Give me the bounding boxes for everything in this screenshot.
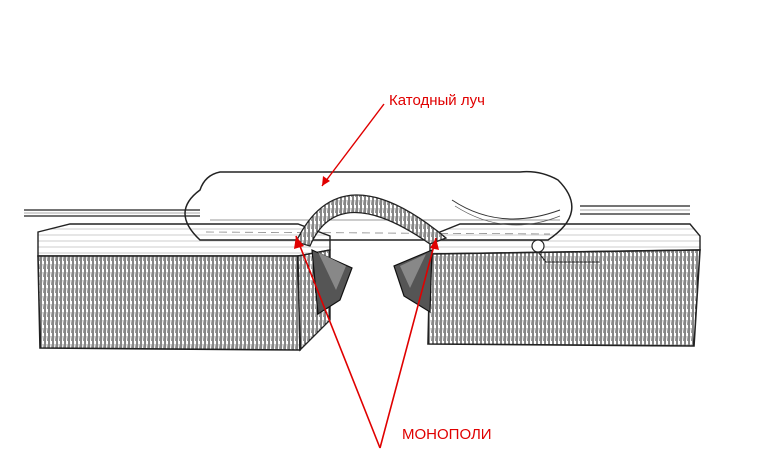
monopoles-label: МОНОПОЛИ: [402, 426, 492, 443]
cathode-ray-label: Катодный луч: [389, 92, 485, 109]
electrode-stub: [531, 239, 600, 263]
right-magnet-block: [427, 223, 701, 347]
left-pole-piece: [311, 249, 353, 316]
right-pole-piece: [393, 249, 433, 314]
left-magnet-block: [37, 223, 331, 352]
cathode-ray-band: [295, 194, 561, 247]
cathode-ray-pointer: [321, 103, 385, 187]
monopole-right-pointer: [379, 237, 439, 449]
glass-tube: [24, 170, 690, 241]
monopole-left-pointer: [294, 235, 381, 449]
